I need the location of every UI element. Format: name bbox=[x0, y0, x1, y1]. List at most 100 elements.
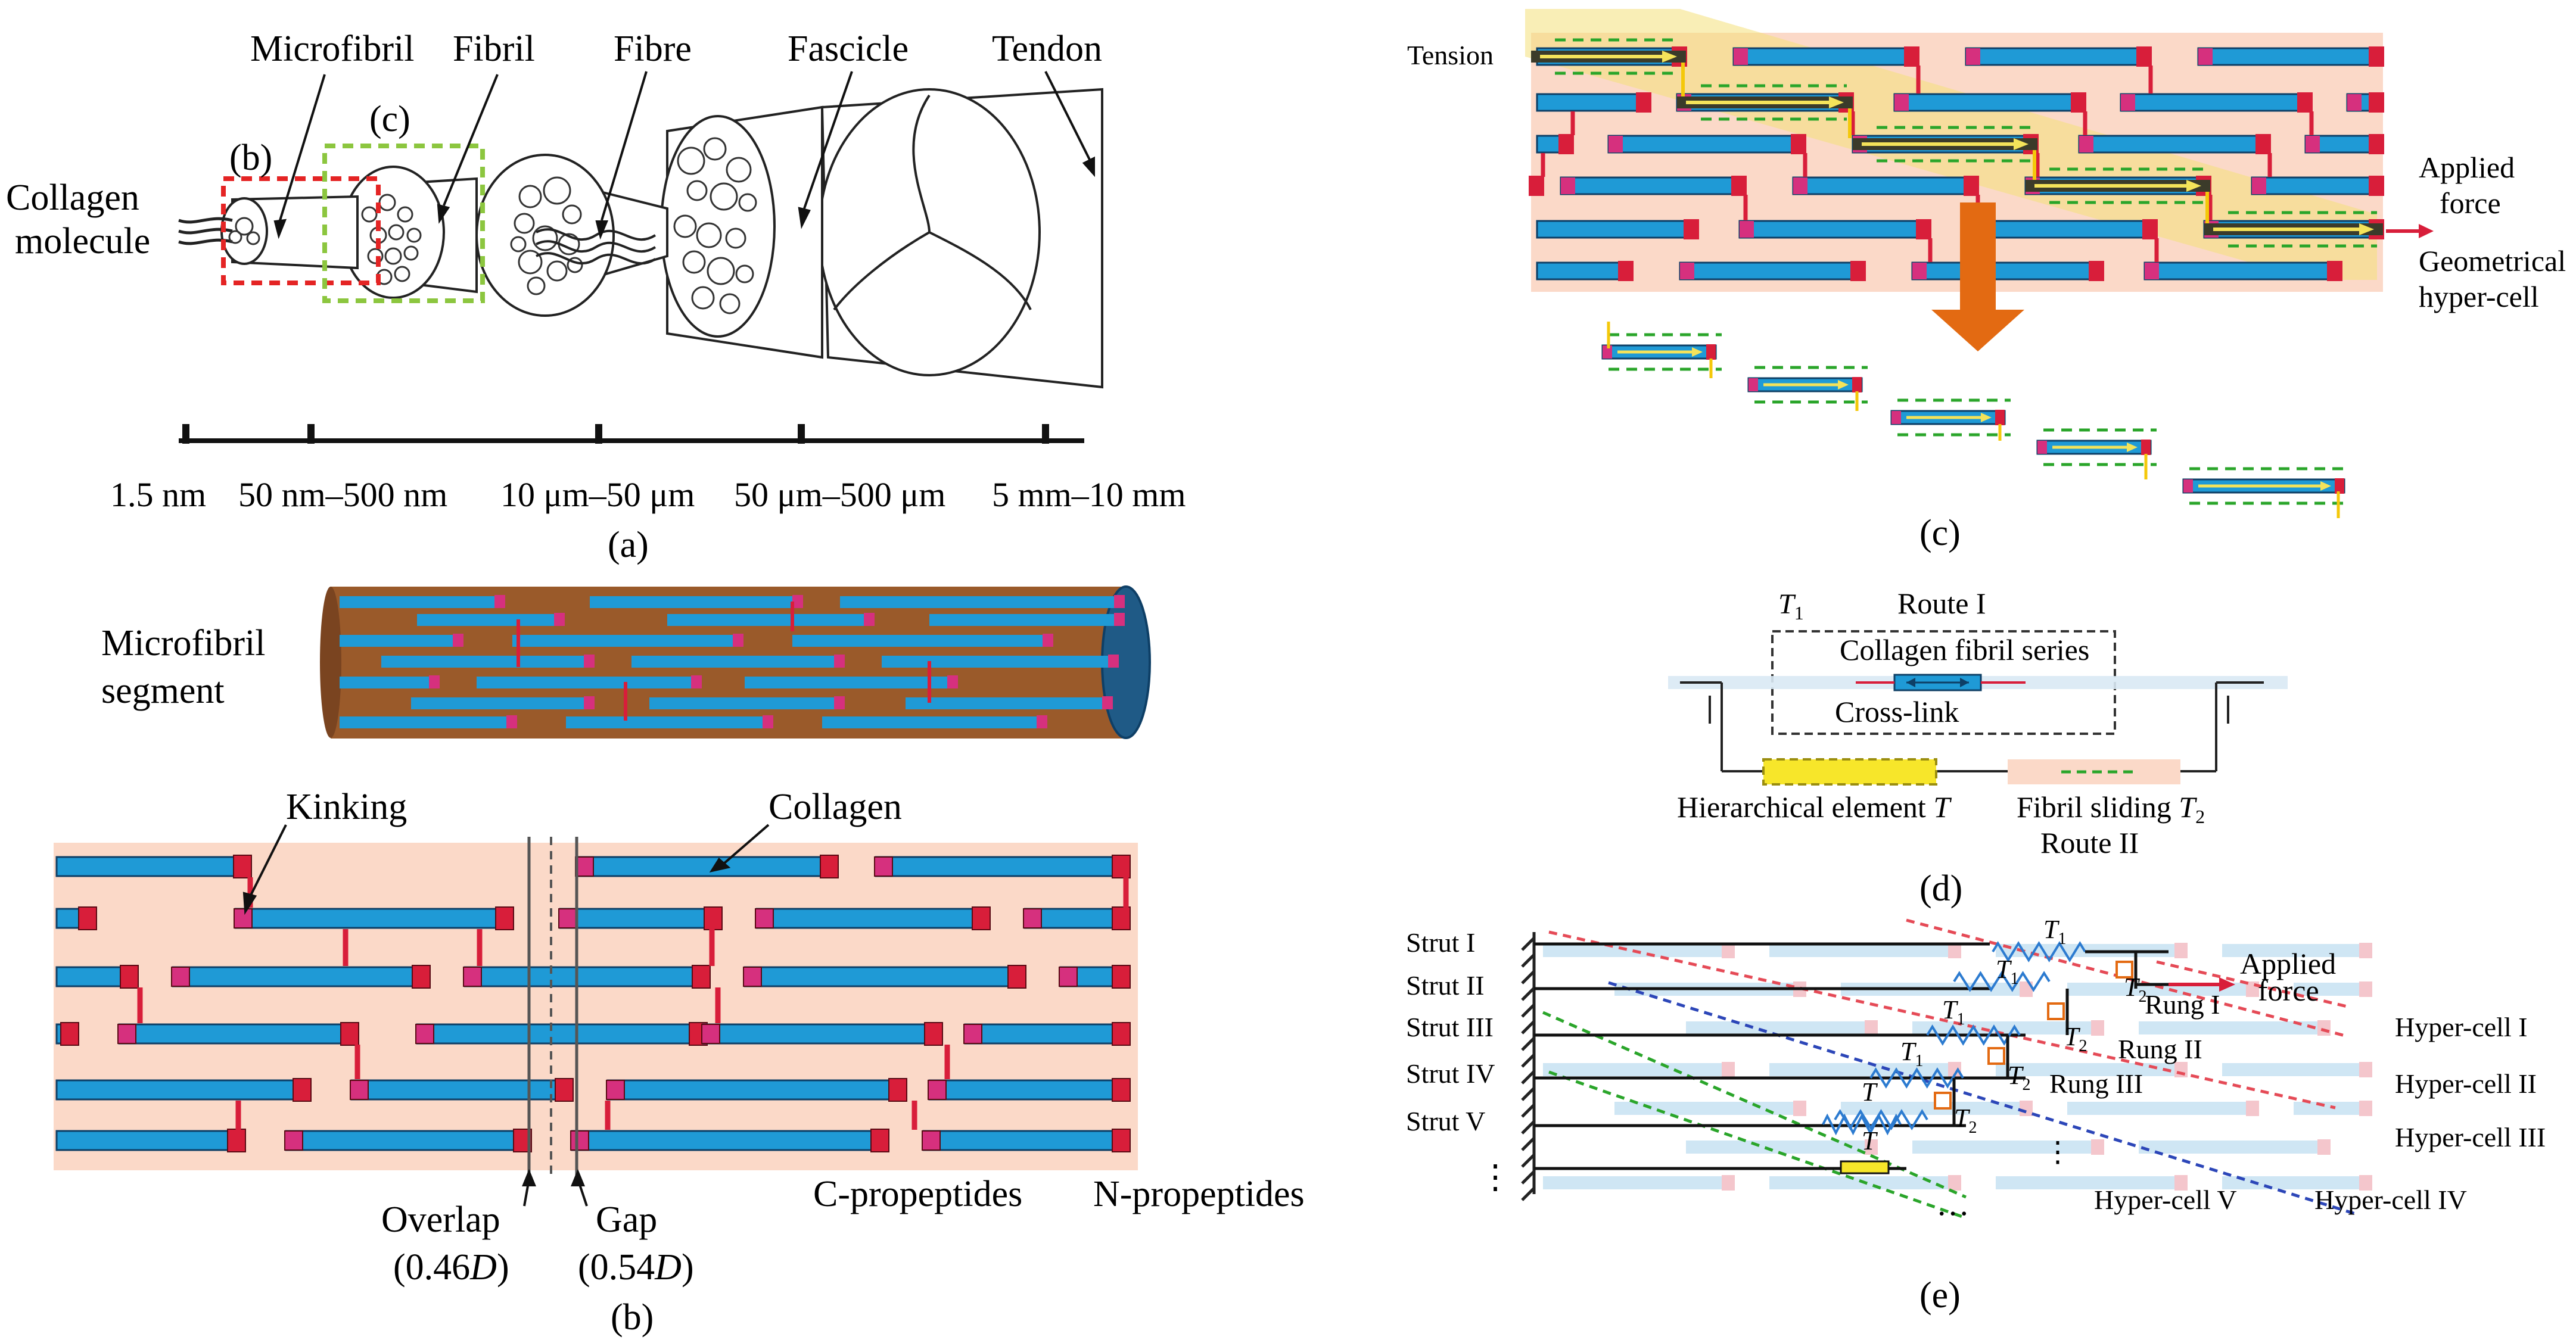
collagen-molecule bbox=[964, 1023, 1130, 1045]
label-T1: T1 bbox=[1996, 955, 2018, 988]
cross-section-circle bbox=[682, 250, 706, 274]
tendon-cone bbox=[818, 88, 1103, 389]
panel-b-title: (b) bbox=[611, 1297, 654, 1338]
chain-n-propeptide bbox=[2037, 441, 2047, 454]
label-microfibril-segment-2: segment bbox=[101, 671, 225, 711]
rung-label-3: Rung III bbox=[2049, 1068, 2143, 1099]
wall-hatch bbox=[1521, 954, 1535, 968]
box-c bbox=[322, 144, 485, 303]
cylinder-collagen-bar bbox=[649, 697, 834, 709]
applied-force-arrow-e bbox=[2169, 977, 2235, 992]
cross-section-circle bbox=[703, 137, 727, 161]
cylinder-collagen-bar bbox=[631, 656, 834, 668]
label-T2: T2 bbox=[2008, 1061, 2030, 1094]
hypercell-background bbox=[1543, 943, 2372, 1191]
collagen-molecule bbox=[463, 966, 710, 987]
pale-propeptide bbox=[1865, 1139, 1878, 1155]
wall-hatch bbox=[1521, 1170, 1535, 1185]
cross-section-circle bbox=[696, 222, 722, 248]
hypercell-label-2: Hyper-cell II bbox=[2395, 1068, 2537, 1099]
collagen-molecule bbox=[1536, 93, 1651, 112]
n-propeptide bbox=[2198, 48, 2213, 65]
cylinder-collagen-bar bbox=[340, 596, 494, 608]
panel-c-title: (c) bbox=[1919, 513, 1961, 553]
n-propeptide bbox=[570, 1130, 589, 1151]
cross-section-circle bbox=[367, 248, 384, 264]
label-collagen-fibril-series: Collagen fibril series bbox=[1840, 633, 2089, 666]
c-propeptide bbox=[120, 965, 139, 989]
tension-arrowhead bbox=[1829, 96, 1844, 108]
pale-propeptide bbox=[2174, 1175, 2188, 1191]
cylinder-kink bbox=[834, 696, 845, 709]
n-propeptide bbox=[2079, 136, 2093, 152]
c-propeptide bbox=[1684, 219, 1699, 239]
chain-c-propeptide bbox=[1706, 344, 1716, 360]
chain-n-propeptide bbox=[2183, 479, 2193, 493]
n-propeptide bbox=[1059, 967, 1078, 987]
cylinder-kink bbox=[864, 613, 875, 626]
label-geometrical-1: Geometrical bbox=[2419, 244, 2566, 278]
cylinder-collagen-bar bbox=[840, 596, 1114, 608]
n-propeptide bbox=[1561, 177, 1575, 194]
scale-bar bbox=[179, 424, 1084, 444]
cross-section-circle bbox=[725, 228, 746, 249]
c-propeptide bbox=[1112, 1129, 1131, 1152]
cross-section-circle bbox=[397, 206, 413, 223]
label-collagen-molecule-1: Collagen bbox=[6, 177, 139, 218]
cylinder-kink bbox=[1114, 613, 1125, 626]
wall-hatch bbox=[1521, 937, 1535, 951]
c-propeptide bbox=[1112, 1022, 1131, 1046]
cylinder-kink bbox=[947, 675, 958, 688]
strut-label-2: Strut II bbox=[1406, 970, 1485, 1001]
cylinder-kink bbox=[584, 655, 595, 668]
label-T: T bbox=[1862, 1126, 1878, 1155]
strut-ladder bbox=[1534, 941, 2169, 1174]
pale-propeptide bbox=[1722, 1062, 1735, 1077]
hypercell-label-4: Hyper-cell IV bbox=[2314, 1185, 2467, 1215]
collagen-molecule bbox=[55, 856, 251, 877]
collagen-molecule bbox=[1792, 176, 1979, 195]
label-gap: Gap bbox=[596, 1199, 657, 1240]
sliding-element bbox=[1934, 1092, 1952, 1110]
hypercell-path bbox=[1531, 38, 2383, 248]
c-propeptide bbox=[1112, 965, 1131, 989]
collagen-molecule bbox=[2143, 261, 2342, 281]
cross-section-circle bbox=[246, 231, 260, 245]
label-c-propeptides: C-propeptides bbox=[813, 1174, 1022, 1214]
staggered-matrix bbox=[54, 843, 1138, 1170]
c-propeptide bbox=[1964, 176, 1979, 196]
cross-section-circle bbox=[673, 214, 697, 238]
n-propeptide bbox=[755, 908, 774, 928]
strut-label-5: Strut V bbox=[1406, 1106, 1485, 1136]
panel-a-title: (a) bbox=[608, 525, 649, 565]
label-collagen-b: Collagen bbox=[769, 787, 902, 827]
chain-n-propeptide bbox=[1749, 378, 1758, 391]
cylinder-kink bbox=[1043, 634, 1053, 647]
pale-propeptide bbox=[2359, 1062, 2372, 1077]
cylinder-collagen-bar bbox=[340, 716, 506, 728]
label-n-propeptides: N-propeptides bbox=[1093, 1174, 1305, 1214]
c-propeptide bbox=[692, 965, 711, 989]
label-T1-d: T1 bbox=[1778, 588, 1804, 624]
n-propeptide bbox=[606, 1080, 625, 1100]
cross-section-circle bbox=[726, 157, 752, 183]
cylinder-kink bbox=[733, 634, 743, 647]
cross-section-circle bbox=[361, 206, 378, 223]
label-applied-force-e-2: force bbox=[2258, 974, 2319, 1007]
n-propeptide bbox=[1894, 94, 1909, 111]
collagen-molecule bbox=[571, 1130, 889, 1151]
callout-arrows-b bbox=[242, 824, 770, 1207]
cross-section-circle bbox=[710, 182, 738, 211]
cross-section-circle bbox=[719, 293, 741, 314]
label-collagen-molecule-2: molecule bbox=[15, 221, 150, 261]
collagen-molecule bbox=[2251, 176, 2384, 195]
panel-d: T1 Route I Collagen fibril series Cross-… bbox=[1668, 587, 2288, 909]
label-route-1: Route I bbox=[1897, 587, 1986, 620]
rung-label-2: Rung II bbox=[2118, 1034, 2202, 1064]
cylinder-collagen-bar bbox=[906, 697, 1102, 709]
n-propeptide bbox=[1912, 263, 1927, 279]
n-propeptide bbox=[171, 967, 190, 987]
pale-propeptide bbox=[2091, 1139, 2104, 1155]
c-propeptide bbox=[2369, 92, 2384, 113]
fascicle-cone bbox=[660, 105, 823, 359]
